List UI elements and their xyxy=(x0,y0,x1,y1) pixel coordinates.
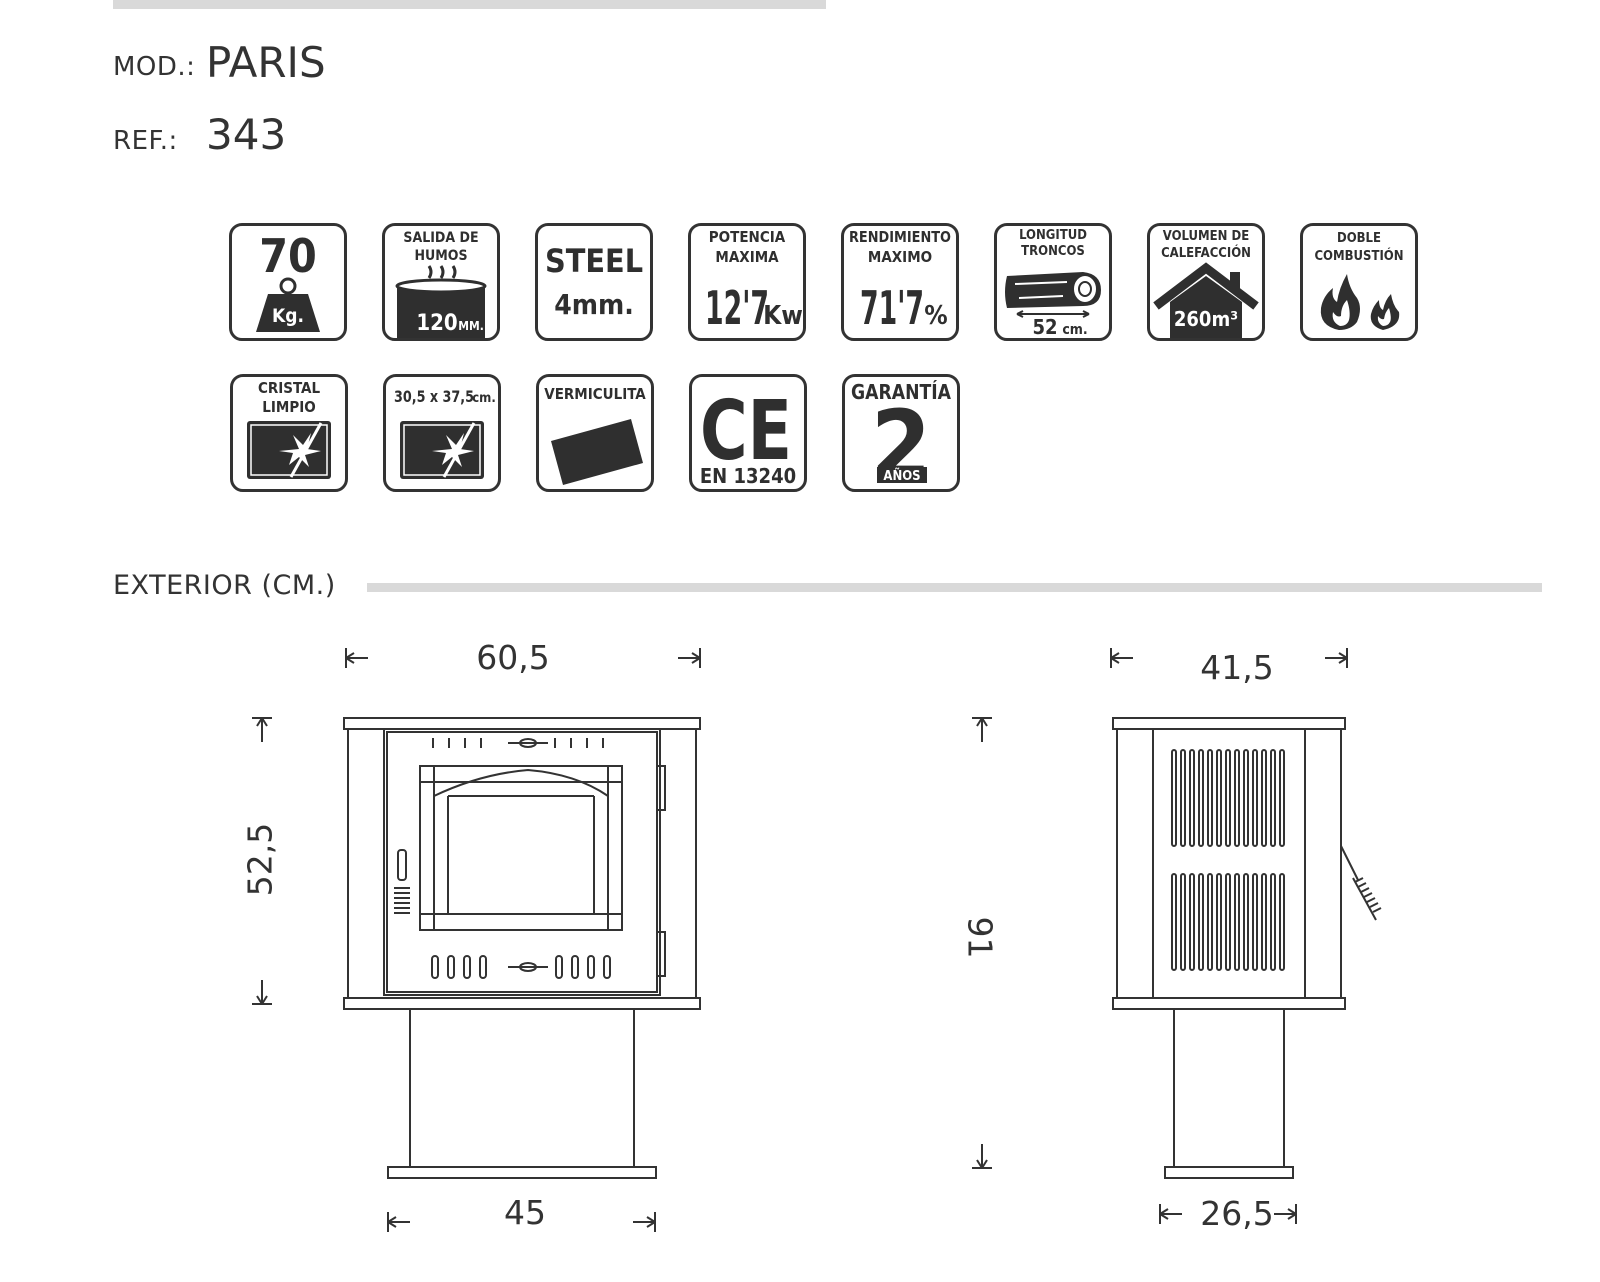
weight-badge: 70 Kg. xyxy=(229,223,347,341)
ce-mark-icon: CE EN 13240 xyxy=(700,384,796,488)
clean-glass-badge: CRISTAL LIMPIO xyxy=(230,374,348,492)
power-icon: POTENCIA MAXIMA 12'7 Kw xyxy=(705,228,803,335)
side-base-depth-label: 26,5 xyxy=(1200,1194,1274,1233)
heating-volume-badge: VOLUMEN DE CALEFACCIÓN 260m³ xyxy=(1147,223,1265,341)
side-depth-dimension xyxy=(1110,648,1348,668)
log-length-badge: LONGITUD TRONCOS 52 cm. xyxy=(994,223,1112,341)
front-width-label: 60,5 xyxy=(476,638,550,677)
max-power-badge: POTENCIA MAXIMA 12'7 Kw xyxy=(688,223,806,341)
heating-line1: VOLUMEN DE xyxy=(1163,229,1249,244)
flue-line1: SALIDA DE xyxy=(403,230,478,246)
side-depth-label: 41,5 xyxy=(1200,648,1274,687)
warranty-icon: GARANTÍA 2 AÑOS xyxy=(851,380,951,489)
warranty-title: GARANTÍA xyxy=(851,380,951,404)
logs-unit: cm. xyxy=(1062,322,1087,338)
side-height-dimension xyxy=(972,717,992,1169)
power-unit: Kw xyxy=(763,301,803,331)
power-line1: POTENCIA xyxy=(709,228,786,246)
front-base-dimension xyxy=(387,1212,656,1232)
vermiculite-label: VERMICULITA xyxy=(544,385,646,403)
logs-line2: TRONCOS xyxy=(1021,244,1085,259)
model-name: PARIS xyxy=(206,38,326,87)
log-icon: LONGITUD TRONCOS 52 cm. xyxy=(1005,228,1101,338)
efficiency-icon: RENDIMIENTO MAXIMO 71'7 % xyxy=(849,228,951,335)
combustion-line1: DOBLE xyxy=(1337,231,1381,246)
efficiency-value: 71'7 xyxy=(860,281,924,335)
flue-unit: MM. xyxy=(458,319,484,333)
vermiculite-badge: VERMICULITA xyxy=(536,374,654,492)
top-divider xyxy=(113,0,826,9)
logs-value: 52 xyxy=(1032,315,1057,338)
power-line2: MAXIMA xyxy=(715,248,779,266)
glass-line1: CRISTAL xyxy=(258,379,321,397)
steel-icon: STEEL 4mm. xyxy=(545,242,643,321)
efficiency-line1: RENDIMIENTO xyxy=(849,228,951,246)
section-divider xyxy=(367,583,1542,592)
weight-unit: Kg. xyxy=(272,305,304,327)
front-width-dimension xyxy=(345,648,701,668)
ce-certification-badge: CE EN 13240 xyxy=(689,374,807,492)
efficiency-line2: MAXIMO xyxy=(868,248,932,266)
glass-dimensions-icon: 30,5 x 37,5 cm. xyxy=(394,387,496,479)
glass-size-unit: cm. xyxy=(472,391,496,406)
front-height-dimension xyxy=(252,717,272,1005)
warranty-badge: GARANTÍA 2 AÑOS xyxy=(842,374,960,492)
glass-icon: CRISTAL LIMPIO xyxy=(247,379,331,479)
double-combustion-badge: DOBLE COMBUSTIÓN xyxy=(1300,223,1418,341)
front-base-width-label: 45 xyxy=(504,1193,546,1232)
stove-side-view xyxy=(1112,717,1382,1179)
heating-line2: CALEFACCIÓN xyxy=(1161,245,1251,261)
flue-outlet-badge: SALIDA DE HUMOS 120 MM. xyxy=(382,223,500,341)
warranty-unit: AÑOS xyxy=(883,468,920,484)
model-label: MOD.: xyxy=(113,52,196,82)
exterior-section-title: EXTERIOR (CM.) xyxy=(113,570,336,601)
max-efficiency-badge: RENDIMIENTO MAXIMO 71'7 % xyxy=(841,223,959,341)
steel-title: STEEL xyxy=(545,242,643,280)
vermiculite-panel-icon: VERMICULITA xyxy=(544,385,646,485)
weight-icon: 70 Kg. xyxy=(256,229,320,332)
combustion-line2: COMBUSTIÓN xyxy=(1314,248,1403,264)
side-base-dimension xyxy=(1159,1204,1297,1224)
ce-mark: CE xyxy=(700,384,792,479)
stove-front-view xyxy=(343,717,701,1179)
glass-size-badge: 30,5 x 37,5 cm. xyxy=(383,374,501,492)
reference-number: 343 xyxy=(206,110,287,159)
house-icon: VOLUMEN DE CALEFACCIÓN 260m³ xyxy=(1153,229,1259,338)
flue-pipe-icon: SALIDA DE HUMOS 120 MM. xyxy=(395,230,487,338)
glass-size-value: 30,5 x 37,5 xyxy=(394,387,474,406)
steel-badge: STEEL 4mm. xyxy=(535,223,653,341)
reference-label: REF.: xyxy=(113,126,178,156)
heating-value: 260m³ xyxy=(1174,307,1238,331)
steel-thickness: 4mm. xyxy=(554,288,634,321)
flue-value: 120 xyxy=(416,311,457,336)
logs-line1: LONGITUD xyxy=(1019,228,1087,243)
flames-icon: DOBLE COMBUSTIÓN xyxy=(1314,231,1404,330)
flue-line2: HUMOS xyxy=(414,248,467,264)
efficiency-unit: % xyxy=(924,301,947,331)
glass-line2: LIMPIO xyxy=(262,398,315,416)
weight-value: 70 xyxy=(259,229,317,283)
ce-norm: EN 13240 xyxy=(700,464,796,488)
power-value: 12'7 xyxy=(705,281,769,335)
